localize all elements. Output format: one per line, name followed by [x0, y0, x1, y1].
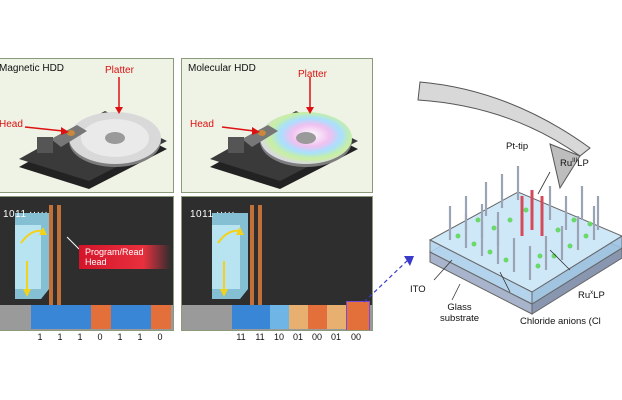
molecule-pillars	[448, 166, 600, 280]
bit-label: 11	[255, 332, 265, 342]
bit-label: 00	[311, 332, 322, 342]
magnetic-cell	[131, 305, 152, 329]
molecular-bit-labels: 11 11 10 01 00 01 00	[231, 332, 371, 344]
molecular-hdd-panel: Molecular HDD Platter Head	[181, 58, 373, 193]
glass-substrate-label: Glass substrate	[440, 302, 480, 324]
ito-label: ITO	[410, 284, 426, 295]
magnetic-cell-strip	[31, 305, 173, 329]
molecular-cell	[289, 305, 309, 329]
bit-label: 00	[350, 332, 361, 342]
bit-label: 0	[157, 332, 163, 342]
sequence-ellipsis: ·····	[29, 207, 49, 218]
chloride-anions-label: Chloride anions (Cl	[520, 316, 601, 327]
molecular-hdd-title: Molecular HDD	[188, 63, 256, 74]
zoom-connector-arrow	[363, 256, 414, 303]
magnetic-bit-sequence: 1011	[3, 209, 27, 220]
magnetic-cell	[111, 305, 132, 329]
pt-tip-label: Pt-tip	[506, 141, 529, 152]
molecular-cell	[251, 305, 271, 329]
bit-label: 0	[97, 332, 103, 342]
magnetic-hdd-title: Magnetic HDD	[0, 63, 65, 74]
platter-label: Platter	[105, 65, 134, 76]
bit-label: 1	[57, 332, 63, 342]
device-schematic	[417, 81, 622, 315]
molecular-cell	[327, 305, 347, 329]
platter-label: Platter	[298, 69, 327, 80]
head-label: Head	[0, 119, 23, 130]
chloride-anions	[455, 207, 593, 269]
bit-label: 1	[77, 332, 83, 342]
molecular-cell	[308, 305, 328, 329]
bit-label: 01	[292, 332, 303, 342]
bit-label: 10	[273, 332, 284, 342]
ru3-lp-label: RuIIILP	[560, 158, 589, 170]
magnetic-hdd-illustration	[19, 111, 167, 189]
bit-label: 01	[330, 332, 341, 342]
bit-label: 1	[117, 332, 123, 342]
bit-label: 1	[37, 332, 43, 342]
magnetic-cell	[51, 305, 72, 329]
molecular-cell	[232, 305, 252, 329]
label-arrows	[24, 77, 123, 135]
bit-label: 11	[236, 332, 246, 342]
molecular-cell-highlighted	[346, 301, 370, 330]
molecular-hdd-illustration	[210, 77, 358, 189]
sequence-ellipsis: ·····	[216, 207, 236, 218]
magnetic-read-write-panel: 1011 ····· Program/Read Head	[0, 196, 174, 331]
written-molecules	[520, 190, 544, 236]
magnetic-cell	[91, 305, 112, 329]
bit-label: 1	[137, 332, 143, 342]
magnetic-cell	[71, 305, 92, 329]
magnetic-cell	[151, 305, 171, 329]
molecular-cell-strip	[232, 301, 372, 330]
program-read-head-label: Program/Read Head	[79, 245, 171, 269]
magnetic-cell	[31, 305, 52, 329]
molecular-read-write-panel: 1011 ·····	[181, 196, 373, 331]
magnetic-bit-labels: 1 1 1 0 1 1 0	[30, 332, 172, 344]
head-label: Head	[190, 119, 214, 130]
molecular-cell	[270, 305, 290, 329]
magnetic-hdd-panel: Magnetic HDD Platter Head	[0, 58, 174, 193]
rux-lp-label: RuxLP	[578, 290, 605, 302]
molecular-bit-sequence: 1011	[190, 209, 214, 220]
